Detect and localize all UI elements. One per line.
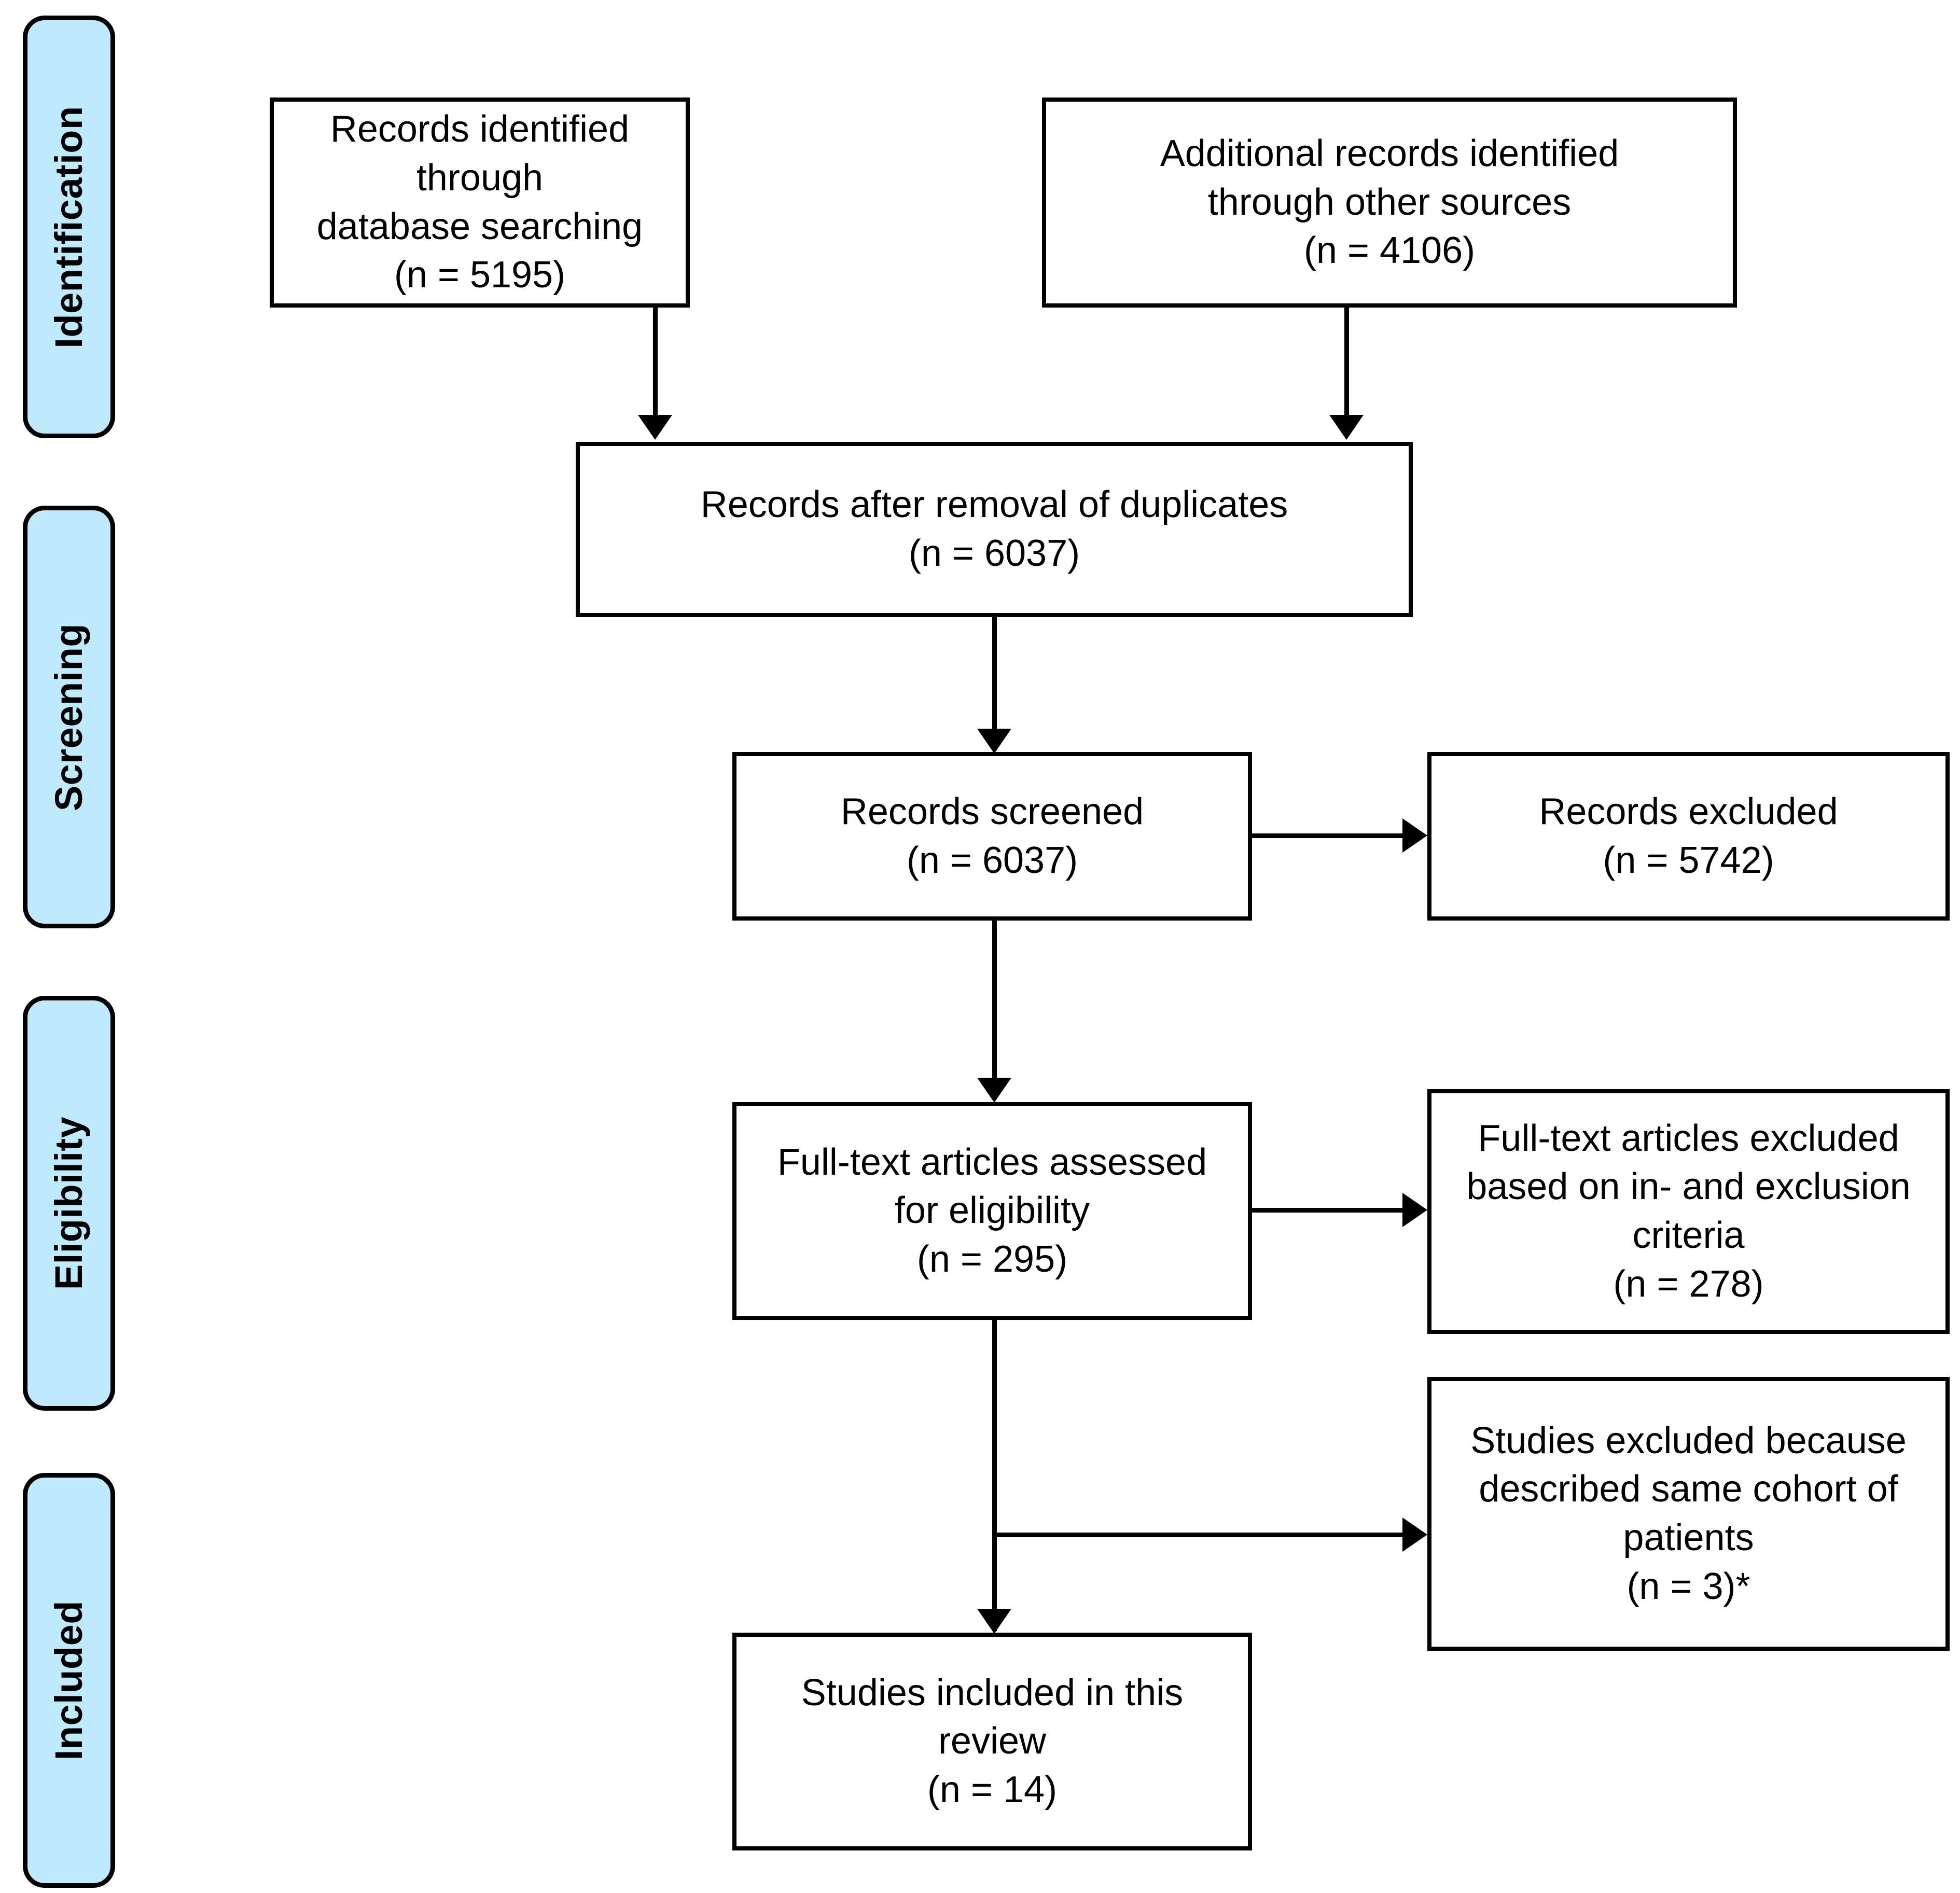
connector-fulltext-to-excluded <box>1252 1208 1408 1213</box>
box-database-records-text: Records identified through database sear… <box>316 108 643 296</box>
connector-screened-to-excluded <box>1252 833 1408 838</box>
stage-tab-label-screening: Screening <box>47 623 90 811</box>
box-studies-excluded-cohort: Studies excluded because described same … <box>1427 1377 1950 1651</box>
stage-tab-eligibility: Eligibility <box>23 996 115 1411</box>
box-fulltext-assessed-text: Full-text articles assessed for eligibil… <box>777 1141 1207 1280</box>
box-fulltext-excluded: Full-text articles excluded based on in-… <box>1427 1089 1950 1334</box>
arrowhead-fulltext-to-included <box>977 1609 1011 1634</box>
box-database-records: Records identified through database sear… <box>270 98 690 308</box>
connector-fulltext-to-cohort-excluded <box>992 1533 1407 1537</box>
connector-duplicates-to-screened <box>992 617 997 734</box>
box-other-records: Additional records identified through ot… <box>1042 98 1737 308</box>
stage-tab-included: Included <box>23 1473 115 1888</box>
stage-tab-label-included: Included <box>47 1600 90 1761</box>
arrowhead-screened-to-fulltext <box>977 1078 1011 1103</box>
box-studies-included: Studies included in this review (n = 14) <box>732 1633 1252 1850</box>
stage-tab-identification: Identification <box>23 16 115 438</box>
box-studies-excluded-cohort-text: Studies excluded because described same … <box>1470 1419 1907 1607</box>
stage-tab-label-eligibility: Eligibility <box>47 1116 90 1290</box>
arrowhead-fulltext-to-excluded <box>1402 1193 1427 1227</box>
stage-tab-label-identification: Identification <box>47 105 90 349</box>
box-studies-included-text: Studies included in this review (n = 14) <box>801 1672 1184 1811</box>
box-other-records-text: Additional records identified through ot… <box>1160 133 1619 272</box>
connector-fulltext-to-included <box>992 1320 997 1631</box>
box-after-duplicates: Records after removal of duplicates (n =… <box>576 442 1413 617</box>
box-fulltext-assessed: Full-text articles assessed for eligibil… <box>732 1102 1252 1320</box>
arrowhead-database-to-duplicates <box>638 415 672 440</box>
box-records-excluded: Records excluded (n = 5742) <box>1427 752 1950 921</box>
arrowhead-screened-to-excluded <box>1402 818 1427 853</box>
box-after-duplicates-text: Records after removal of duplicates (n =… <box>700 484 1288 574</box>
connector-screened-to-fulltext <box>992 921 997 1081</box>
arrowhead-other-to-duplicates <box>1329 415 1364 440</box>
box-fulltext-excluded-text: Full-text articles excluded based on in-… <box>1466 1117 1911 1305</box>
stage-tab-screening: Screening <box>23 506 115 928</box>
box-records-screened: Records screened (n = 6037) <box>732 752 1252 921</box>
box-records-screened-text: Records screened (n = 6037) <box>840 790 1144 881</box>
connector-other-to-duplicates <box>1344 308 1349 419</box>
arrowhead-fulltext-to-cohort-excluded <box>1402 1518 1427 1552</box>
arrowhead-duplicates-to-screened <box>977 729 1011 754</box>
connector-database-to-duplicates <box>653 308 658 419</box>
box-records-excluded-text: Records excluded (n = 5742) <box>1539 790 1838 881</box>
